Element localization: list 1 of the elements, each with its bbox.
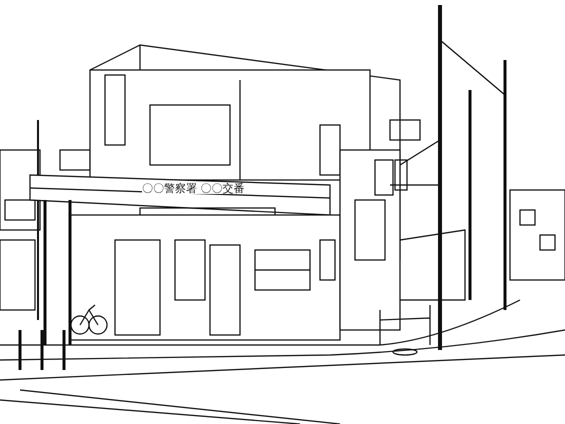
sign-text: 〇〇警察署 〇〇交番	[142, 183, 244, 194]
